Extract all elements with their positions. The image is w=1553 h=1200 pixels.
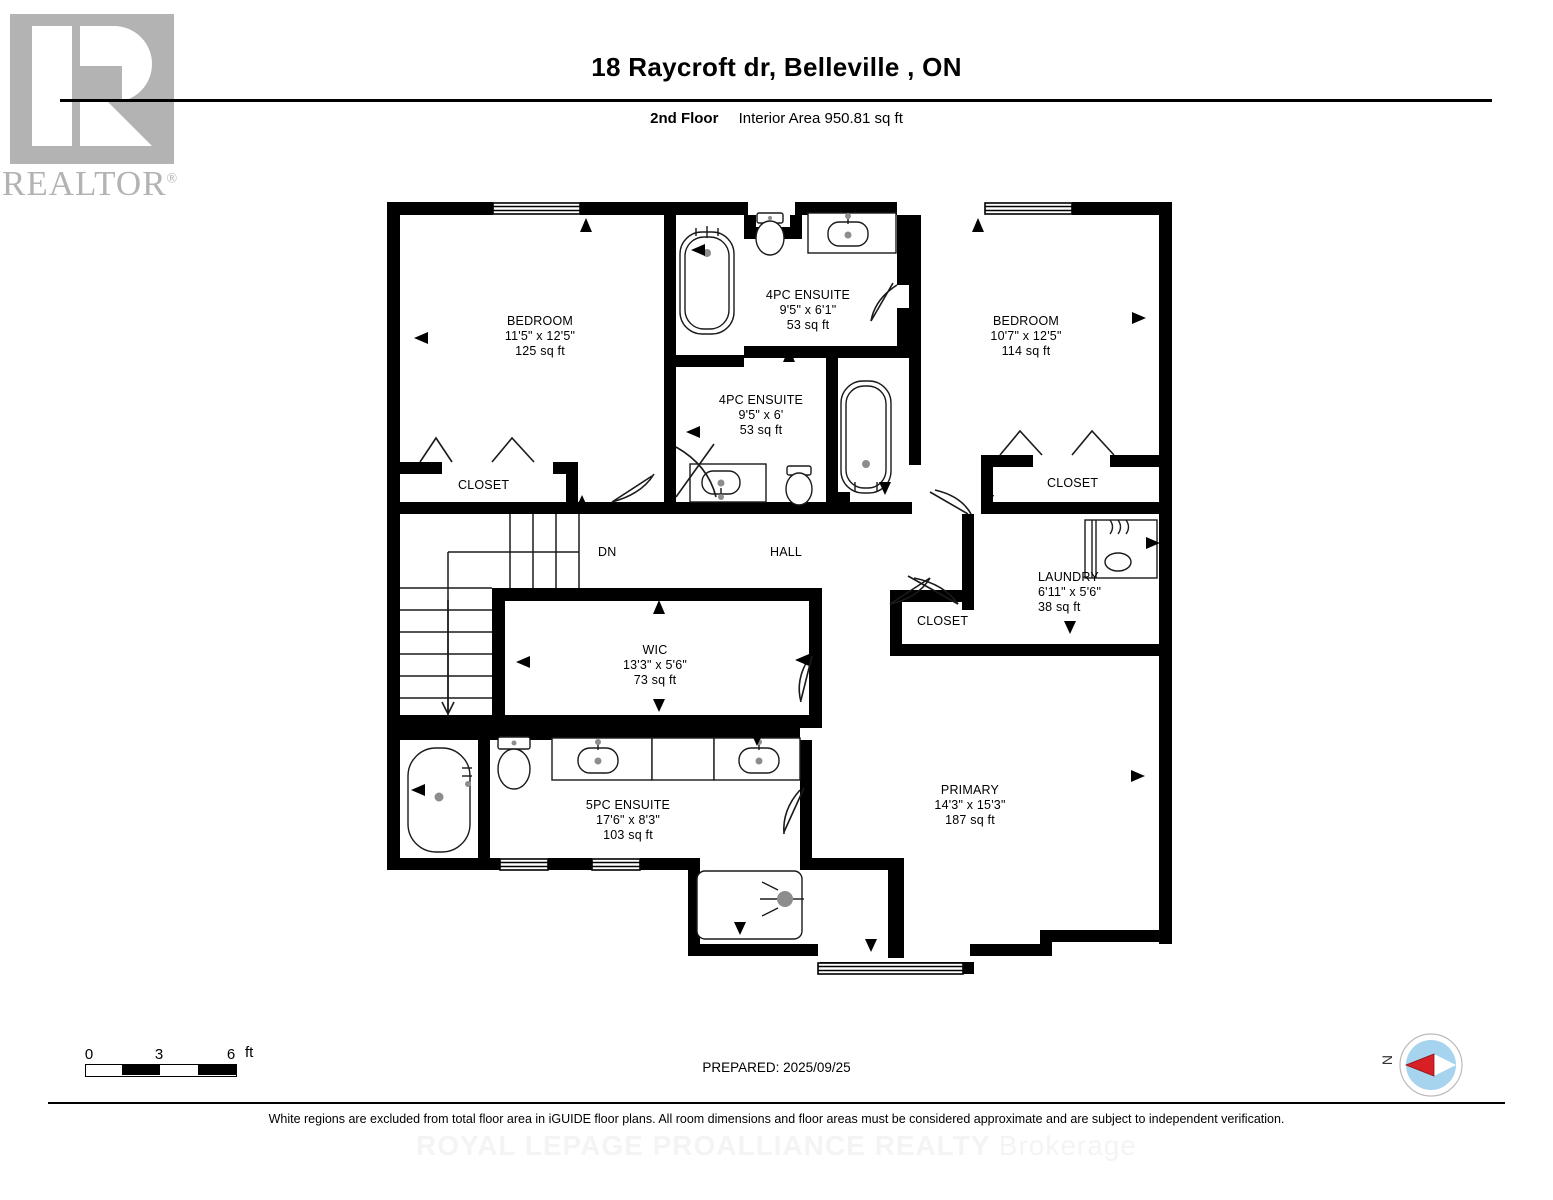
floor-subtitle: 2nd Floor Interior Area 950.81 sq ft: [0, 110, 1553, 127]
scale-seg-1: [122, 1065, 160, 1075]
room-label-primary: PRIMARY 14'3" x 15'3" 187 sq ft: [934, 783, 1006, 827]
scale-bar-graphic: [85, 1064, 237, 1077]
prepared-date: PREPARED: 2025/09/25: [702, 1060, 851, 1075]
toilet-icon-mid: [785, 465, 813, 506]
scale-unit: ft: [245, 1044, 254, 1061]
label-closet-hall: CLOSET: [917, 614, 969, 628]
double-vanity-icon: [551, 737, 801, 781]
compass-north-label: N: [1379, 1054, 1396, 1066]
toilet-icon-5pc: [497, 736, 531, 790]
header-divider: [60, 99, 1492, 102]
windows: [492, 202, 1073, 975]
bathtub-icon-top: [679, 226, 735, 335]
scale-bar: 0 3 6 ft: [85, 1044, 253, 1077]
interior-area: Interior Area 950.81 sq ft: [738, 110, 903, 127]
scale-ticks: 0 3 6: [85, 1046, 245, 1064]
brokerage-suffix: Brokerage: [998, 1130, 1137, 1161]
room-label-bedroom-right: BEDROOM 10'7" x 12'5" 114 sq ft: [990, 314, 1062, 358]
toilet-icon-top: [755, 212, 785, 256]
scale-tick-0: 0: [84, 1046, 94, 1063]
vanity-icon-mid: [689, 463, 767, 503]
footer-divider: [48, 1102, 1505, 1104]
disclaimer-text: White regions are excluded from total fl…: [268, 1112, 1285, 1126]
shower-icon: [696, 870, 804, 940]
label-closet-left: CLOSET: [458, 478, 510, 492]
room-label-wic: WIC 13'3" x 5'6" 73 sq ft: [622, 643, 688, 687]
staircase: [400, 514, 580, 716]
brokerage-name: ROYAL LEPAGE PROALLIANCE REALTY: [416, 1130, 990, 1161]
room-label-bedroom-left: BEDROOM 11'5" x 12'5" 125 sq ft: [504, 314, 576, 358]
floor-name: 2nd Floor: [650, 110, 719, 127]
scale-tick-3: 3: [154, 1046, 164, 1063]
room-label-laundry: LAUNDRY 6'11" x 5'6" 38 sq ft: [1038, 570, 1102, 614]
bathtub-icon-5pc: [407, 747, 472, 853]
brokerage-watermark: ROYAL LEPAGE PROALLIANCE REALTY Brokerag…: [0, 1130, 1553, 1162]
realtor-wordmark: REALTOR®: [2, 164, 179, 203]
view-arrows: [411, 218, 1160, 952]
room-label-ensuite-top: 4PC ENSUITE 9'5" x 6'1" 53 sq ft: [765, 288, 851, 332]
compass-rose: N: [1379, 1032, 1464, 1098]
walls: [387, 202, 1172, 974]
room-label-ensuite-mid: 4PC ENSUITE 9'5" x 6' 53 sq ft: [718, 393, 804, 437]
room-label-ensuite-5pc: 5PC ENSUITE 17'6" x 8'3" 103 sq ft: [585, 798, 671, 842]
compass-icon: [1399, 1033, 1463, 1097]
fixtures: [407, 212, 1158, 940]
label-stairs-dn: DN: [598, 545, 617, 559]
bathtub-icon-mid: [840, 380, 892, 494]
vanity-icon-top: [807, 212, 897, 254]
realtor-r-icon: [32, 26, 152, 146]
label-closet-right: CLOSET: [1047, 476, 1099, 490]
label-hall: HALL: [770, 545, 803, 559]
laundry-appliance-icon: [1084, 519, 1158, 579]
scale-seg-2: [198, 1065, 236, 1075]
scale-tick-6: 6: [226, 1046, 236, 1063]
page-title: 18 Raycroft dr, Belleville , ON: [591, 52, 962, 82]
realtor-watermark-logo: REALTOR®: [2, 14, 198, 206]
